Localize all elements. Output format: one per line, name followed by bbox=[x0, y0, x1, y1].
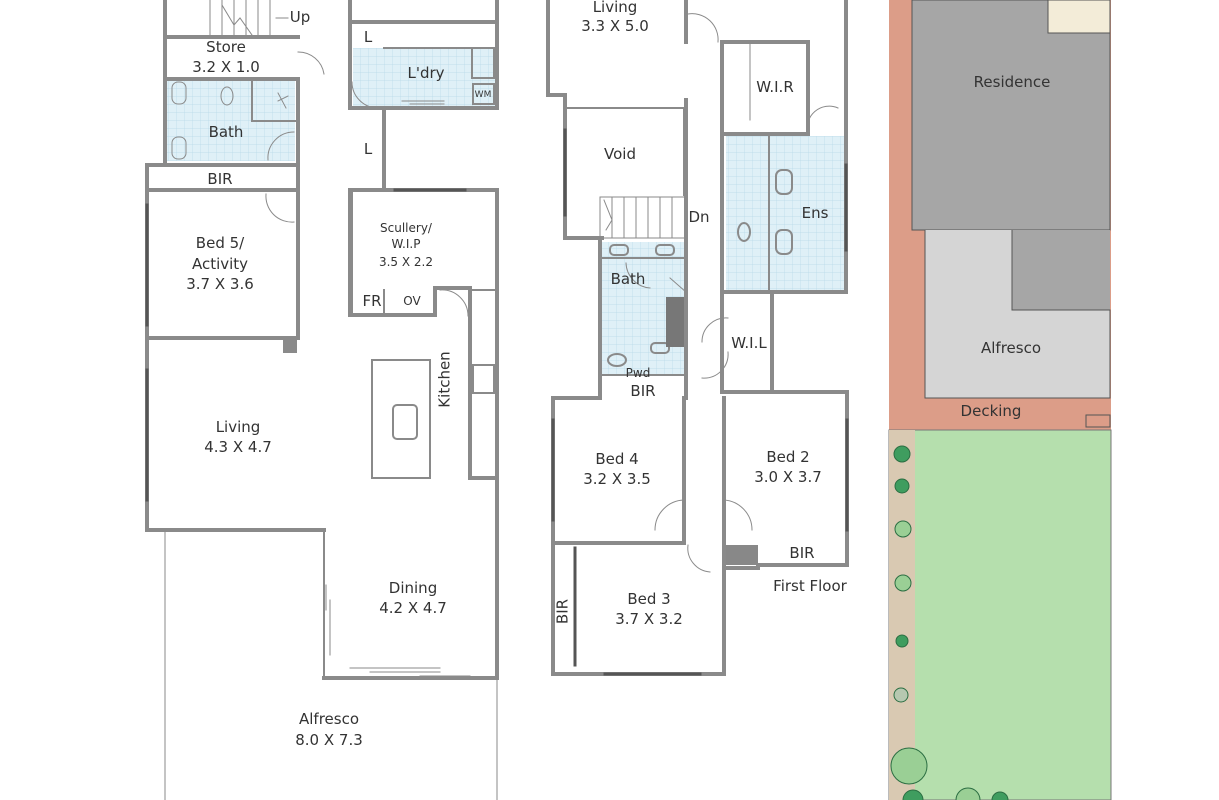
kitchen-label: Kitchen bbox=[435, 351, 454, 408]
bath-fixtures bbox=[171, 81, 289, 160]
bed2-size: 3.0 X 3.7 bbox=[754, 468, 822, 486]
garage-corner bbox=[1047, 0, 1111, 34]
laundry-label: L'dry bbox=[407, 64, 445, 82]
dining-label: Dining bbox=[388, 579, 438, 597]
bed5-label-line1: Bed 5/ bbox=[195, 234, 245, 252]
stair-down bbox=[599, 196, 687, 239]
site-alfresco-label: Alfresco bbox=[980, 339, 1042, 357]
stair-up bbox=[209, 0, 289, 36]
washing-machine-label: WM bbox=[474, 90, 492, 100]
bed5-label-line2: Activity bbox=[191, 255, 249, 273]
bir-label: BIR bbox=[207, 170, 233, 188]
bed4-label: Bed 4 bbox=[595, 450, 639, 468]
first-walls bbox=[546, 0, 849, 676]
first-living-label: Living bbox=[592, 0, 638, 16]
store-size: 3.2 X 1.0 bbox=[192, 58, 260, 76]
oven-label: OV bbox=[403, 294, 421, 308]
ground-doors bbox=[265, 51, 471, 677]
first-floor-title: First Floor bbox=[773, 577, 847, 595]
alfresco-label: Alfresco bbox=[298, 710, 360, 728]
ground-windows bbox=[145, 188, 467, 502]
column bbox=[283, 339, 297, 353]
stair-down-label: Dn bbox=[688, 208, 710, 226]
bed3-size: 3.7 X 3.2 bbox=[615, 610, 683, 628]
scullery-label-line2: W.I.P bbox=[391, 237, 421, 251]
ground-interior-walls bbox=[164, 47, 498, 679]
bath-label: Bath bbox=[208, 123, 244, 141]
powder-room-label: Pwd bbox=[625, 366, 651, 380]
first-bath-label: Bath bbox=[610, 270, 646, 288]
first-windows bbox=[551, 41, 849, 676]
wir-label: W.I.R bbox=[756, 78, 794, 96]
residence-label: Residence bbox=[973, 73, 1051, 91]
stair-up-label: Up bbox=[289, 8, 311, 26]
living-size: 4.3 X 4.7 bbox=[204, 438, 272, 456]
site-plan bbox=[888, 0, 1112, 800]
decking-label: Decking bbox=[960, 402, 1022, 420]
fridge-label: FR bbox=[362, 292, 382, 310]
void-label: Void bbox=[604, 145, 636, 163]
first-doors bbox=[625, 13, 839, 573]
scullery-label-line1: Scullery/ bbox=[380, 221, 432, 235]
step bbox=[1085, 414, 1111, 428]
linen-label-2: L bbox=[363, 140, 373, 158]
first-bir-label-2: BIR bbox=[789, 544, 815, 562]
ensuite-label: Ens bbox=[801, 204, 829, 222]
first-living-size: 3.3 X 5.0 bbox=[581, 17, 649, 35]
residence-footprint bbox=[911, 0, 1111, 231]
linen-label-1: L bbox=[363, 28, 373, 46]
first-bir-label-3: BIR bbox=[553, 598, 572, 625]
site-alfresco bbox=[925, 230, 1012, 398]
first-floor-plan bbox=[546, 0, 849, 676]
duct bbox=[666, 297, 684, 347]
dining-size: 4.2 X 4.7 bbox=[379, 599, 447, 617]
store-label: Store bbox=[206, 38, 246, 56]
duct-2 bbox=[726, 545, 758, 565]
scullery-size: 3.5 X 2.2 bbox=[378, 255, 434, 269]
living-label: Living bbox=[215, 418, 261, 436]
first-interior-walls bbox=[564, 107, 793, 376]
ground-floor-plan bbox=[145, 0, 499, 800]
bed4-size: 3.2 X 3.5 bbox=[583, 470, 651, 488]
bed2-label: Bed 2 bbox=[766, 448, 810, 466]
wil-label: W.I.L bbox=[731, 334, 767, 352]
bed3-label: Bed 3 bbox=[627, 590, 671, 608]
ensuite-tiles bbox=[726, 136, 846, 291]
first-bir-label-1: BIR bbox=[630, 382, 656, 400]
bed5-size: 3.7 X 3.6 bbox=[186, 275, 254, 293]
shrubs bbox=[890, 445, 1009, 800]
lawn bbox=[888, 429, 1112, 800]
alfresco-size: 8.0 X 7.3 bbox=[295, 731, 363, 749]
